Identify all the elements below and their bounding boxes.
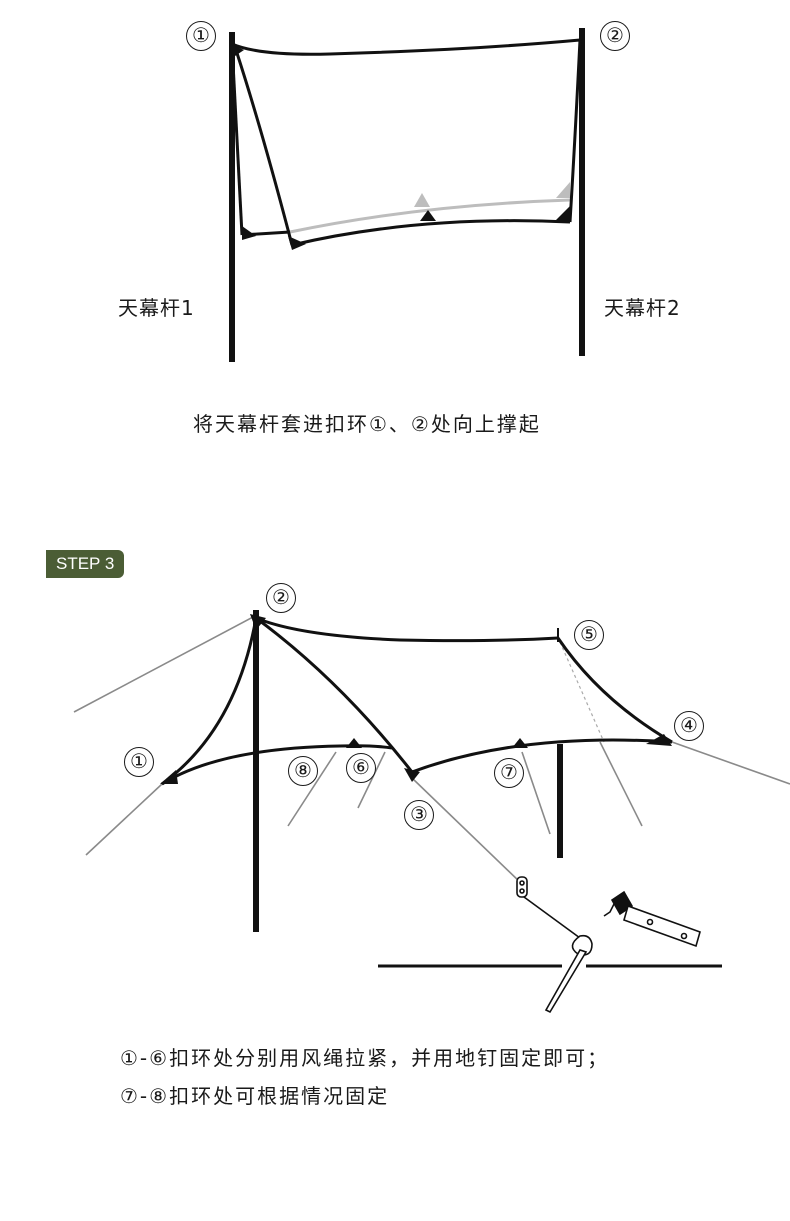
tarp-top-edge — [231, 38, 581, 56]
tarp2-loop-4 — [646, 734, 672, 746]
tarp-front-edge — [291, 219, 571, 247]
marker-1: ① — [186, 21, 216, 51]
step3-marker-1: ① — [124, 747, 154, 777]
tarp2-left-edge — [161, 617, 258, 786]
tarp-left-edge — [230, 43, 244, 236]
guy-rope-3 — [411, 777, 523, 885]
pole-1-label: 天幕杆1 — [118, 296, 195, 320]
tarp2-top-edge — [255, 616, 559, 643]
step-badge: STEP 3 — [46, 550, 125, 578]
tarp2-loop-2 — [250, 614, 266, 630]
step3-marker-6: ⑥ — [346, 753, 376, 783]
instruction-line-1: ①-⑥扣环处分别用风绳拉紧，并用地钉固定即可； — [120, 1046, 610, 1070]
guy-rope-4 — [671, 741, 790, 785]
step3-marker-4: ④ — [674, 711, 704, 741]
tarp2-loop-1 — [160, 770, 178, 784]
tarp-back-loop-2 — [556, 182, 570, 198]
step3-marker-5: ⑤ — [574, 620, 604, 650]
tarp-back-loop-1 — [414, 193, 430, 207]
guy-rope-6 — [357, 751, 386, 809]
step3-marker-2: ② — [266, 583, 296, 613]
tarp-back-edge — [289, 198, 571, 234]
guy-rope-7 — [521, 751, 551, 835]
tarp-loop-right — [554, 206, 570, 222]
tarp-loop-fold-bottom — [288, 236, 306, 250]
guy-rope-8 — [287, 751, 337, 827]
tarp-right-edge — [568, 39, 582, 223]
pole-2-label: 天幕杆2 — [604, 296, 681, 320]
tarp2-loop-6 — [346, 738, 362, 748]
rope-to-stake — [523, 896, 581, 939]
tarp-left-fold — [234, 49, 294, 246]
step3-marker-8: ⑧ — [288, 756, 318, 786]
marker-2: ② — [600, 21, 630, 51]
tarp-loop-front — [420, 210, 436, 221]
tarp-loop-left-bottom — [242, 226, 256, 240]
rope-tensioner — [516, 876, 528, 898]
tarp2-right-edge — [556, 637, 673, 744]
step3-marker-7: ⑦ — [494, 758, 524, 788]
tarp2-front-right — [411, 738, 673, 774]
instruction-line-2: ⑦-⑧扣环处可根据情况固定 — [120, 1084, 390, 1108]
guy-rope-5-dashed — [559, 641, 605, 743]
tarp-loop-1 — [230, 44, 244, 58]
guy-rope-1 — [85, 783, 163, 856]
tarp2-front-left — [161, 744, 393, 786]
tarp2-loop-7 — [512, 738, 528, 748]
step2-caption: 将天幕杆套进扣环①、②处向上撑起 — [193, 412, 541, 436]
ground-stake — [544, 934, 593, 1014]
step3-marker-3: ③ — [404, 800, 434, 830]
hammer-icon — [603, 890, 701, 948]
guy-rope-2 — [73, 615, 256, 713]
tarp2-inner-edge — [255, 616, 414, 773]
guy-rope-4b — [599, 741, 643, 827]
tarp2-loop-3 — [404, 768, 420, 782]
